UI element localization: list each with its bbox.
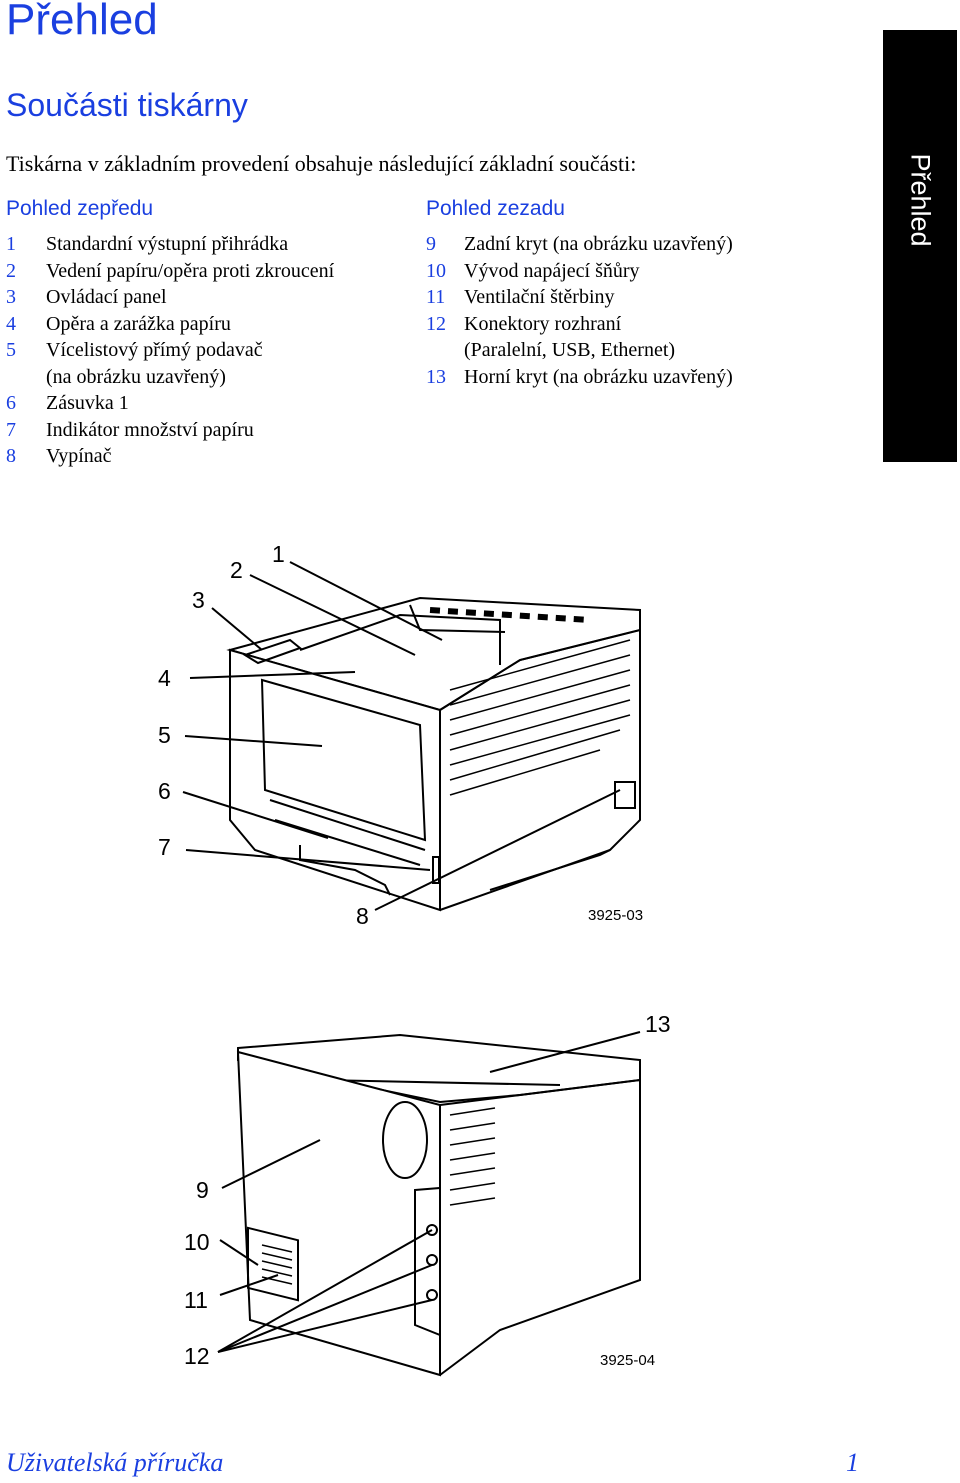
- list-item: 12 Konektory rozhraní: [426, 311, 733, 338]
- callout-7: 7: [158, 834, 171, 860]
- item-text: Standardní výstupní přihrádka: [46, 233, 289, 255]
- item-number: 10: [426, 259, 446, 282]
- item-number: 12: [426, 312, 446, 335]
- page-title: Přehled: [6, 0, 158, 44]
- callout-11: 11: [184, 1287, 208, 1313]
- item-text: Vedení papíru/opěra proti zkroucení: [46, 259, 335, 282]
- list-item: 4 Opěra a zarážka papíru: [6, 311, 334, 338]
- item-number: 7: [6, 418, 16, 441]
- callout-4: 4: [158, 665, 171, 691]
- item-number: 13: [426, 365, 446, 388]
- page-number: 1: [846, 1448, 859, 1477]
- callout-3: 3: [192, 587, 205, 613]
- item-number: 11: [426, 286, 446, 308]
- item-text: Ventilační štěrbiny: [464, 286, 615, 308]
- back-parts-list: 9 Zadní kryt (na obrázku uzavřený) 10 Vývod…: [426, 231, 733, 390]
- item-text: Opěra a zarážka papíru: [46, 312, 231, 335]
- callout-6: 6: [158, 778, 171, 804]
- callout-9: 9: [196, 1177, 209, 1203]
- item-text: Vývod napájecí šňůry: [464, 259, 640, 282]
- item-number: 8: [6, 445, 16, 467]
- callout-13: 13: [645, 1011, 671, 1037]
- list-item: 2 Vedení papíru/opěra proti zkroucení: [6, 258, 334, 285]
- item-number: [426, 337, 464, 364]
- list-item: 6 Zásuvka 1: [6, 390, 334, 417]
- item-number: 3: [6, 286, 16, 308]
- side-tab-label: Přehled: [905, 153, 936, 247]
- item-text: Ovládací panel: [46, 286, 167, 308]
- front-parts-list: 1 Standardní výstupní přihrádka 2 Vedení pa…: [6, 231, 334, 470]
- side-tab: Přehled: [883, 30, 957, 462]
- list-item: 8 Vypínač: [6, 443, 334, 470]
- list-item: 9 Zadní kryt (na obrázku uzavřený): [426, 231, 733, 258]
- item-text: Indikátor množství papíru: [46, 418, 254, 441]
- item-number: 6: [6, 392, 16, 414]
- item-text: Horní kryt (na obrázku uzavřený): [464, 365, 733, 388]
- back-view-heading: Pohled zezadu: [426, 197, 565, 220]
- figure-code: 3925-04: [600, 1352, 655, 1369]
- front-view-heading: Pohled zepředu: [6, 197, 154, 220]
- callout-5: 5: [158, 722, 171, 748]
- callout-10: 10: [184, 1229, 210, 1255]
- callout-12: 12: [184, 1343, 210, 1369]
- figure-code: 3925-03: [588, 907, 643, 924]
- item-text: Vypínač: [46, 445, 112, 467]
- list-item: 13 Horní kryt (na obrázku uzavřený): [426, 364, 733, 391]
- list-item: 5 Vícelistový přímý podavač: [6, 337, 334, 364]
- item-text: (Paralelní, USB, Ethernet): [464, 339, 676, 361]
- item-number: 2: [6, 259, 16, 282]
- list-item: (Paralelní, USB, Ethernet): [426, 337, 733, 364]
- item-number: 9: [426, 233, 436, 255]
- callout-2: 2: [230, 557, 243, 583]
- callout-1: 1: [272, 541, 285, 567]
- item-number: 1: [6, 233, 16, 255]
- item-text: Zadní kryt (na obrázku uzavřený): [464, 233, 733, 255]
- item-text: Zásuvka 1: [46, 392, 129, 414]
- item-text: Vícelistový přímý podavač: [46, 339, 263, 361]
- list-item: 1 Standardní výstupní přihrádka: [6, 231, 334, 258]
- list-item: 10 Vývod napájecí šňůry: [426, 258, 733, 285]
- intro-text: Tiskárna v základním provedení obsahuje …: [6, 151, 637, 176]
- list-item: 7 Indikátor množství papíru: [6, 417, 334, 444]
- back-view-figure: 13 9 10 11 12 3925-04: [184, 1011, 671, 1377]
- list-item: (na obrázku uzavřený): [6, 364, 334, 391]
- callout-8: 8: [356, 903, 369, 929]
- footer-manual-title: Uživatelská příručka: [6, 1448, 224, 1477]
- item-number: 5: [6, 339, 16, 361]
- item-text: (na obrázku uzavřený): [46, 365, 226, 388]
- item-number: [6, 364, 46, 391]
- item-number: 4: [6, 312, 16, 335]
- list-item: 11 Ventilační štěrbiny: [426, 284, 733, 311]
- front-view-figure: 1 2 3 4 5 6 7 8 3925-03: [158, 541, 643, 929]
- list-item: 3 Ovládací panel: [6, 284, 334, 311]
- item-text: Konektory rozhraní: [464, 312, 622, 335]
- section-title: Součásti tiskárny: [6, 87, 248, 123]
